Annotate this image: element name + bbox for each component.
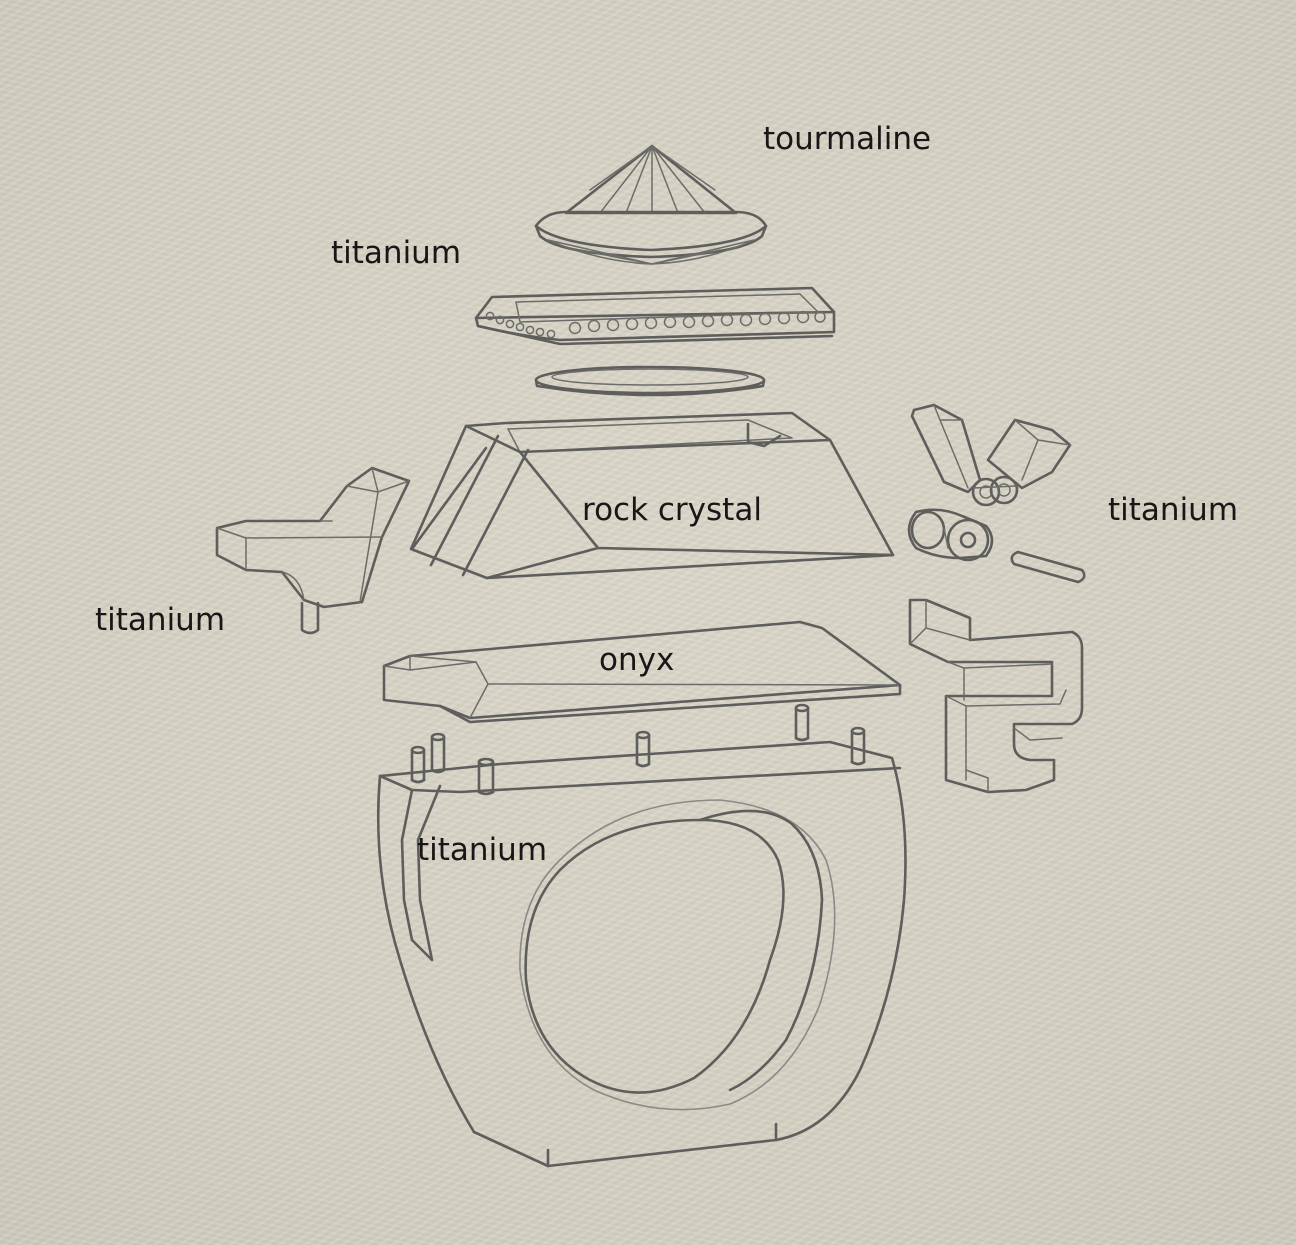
label-onyx: onyx [599, 642, 675, 678]
titanium-band [376, 740, 907, 1168]
label-rock-crystal: rock crystal [582, 492, 762, 528]
onyx-plate [382, 620, 902, 724]
titanium-bezel [474, 286, 836, 346]
left-titanium-clip [215, 466, 411, 635]
label-titanium-hinge: titanium [1108, 492, 1239, 528]
rock-crystal-block [409, 411, 895, 580]
label-titanium-bezel: titanium [331, 235, 462, 271]
tourmaline-gem [534, 144, 768, 265]
label-titanium-clip: titanium [95, 602, 226, 638]
right-hinge-flap [910, 403, 1072, 507]
peg-set [410, 703, 866, 796]
right-barrel-and-pin [907, 508, 1086, 584]
label-titanium-band: titanium [417, 832, 548, 868]
label-tourmaline: tourmaline [763, 121, 932, 157]
right-titanium-clasp [908, 598, 1084, 794]
washer-ring [534, 365, 766, 397]
